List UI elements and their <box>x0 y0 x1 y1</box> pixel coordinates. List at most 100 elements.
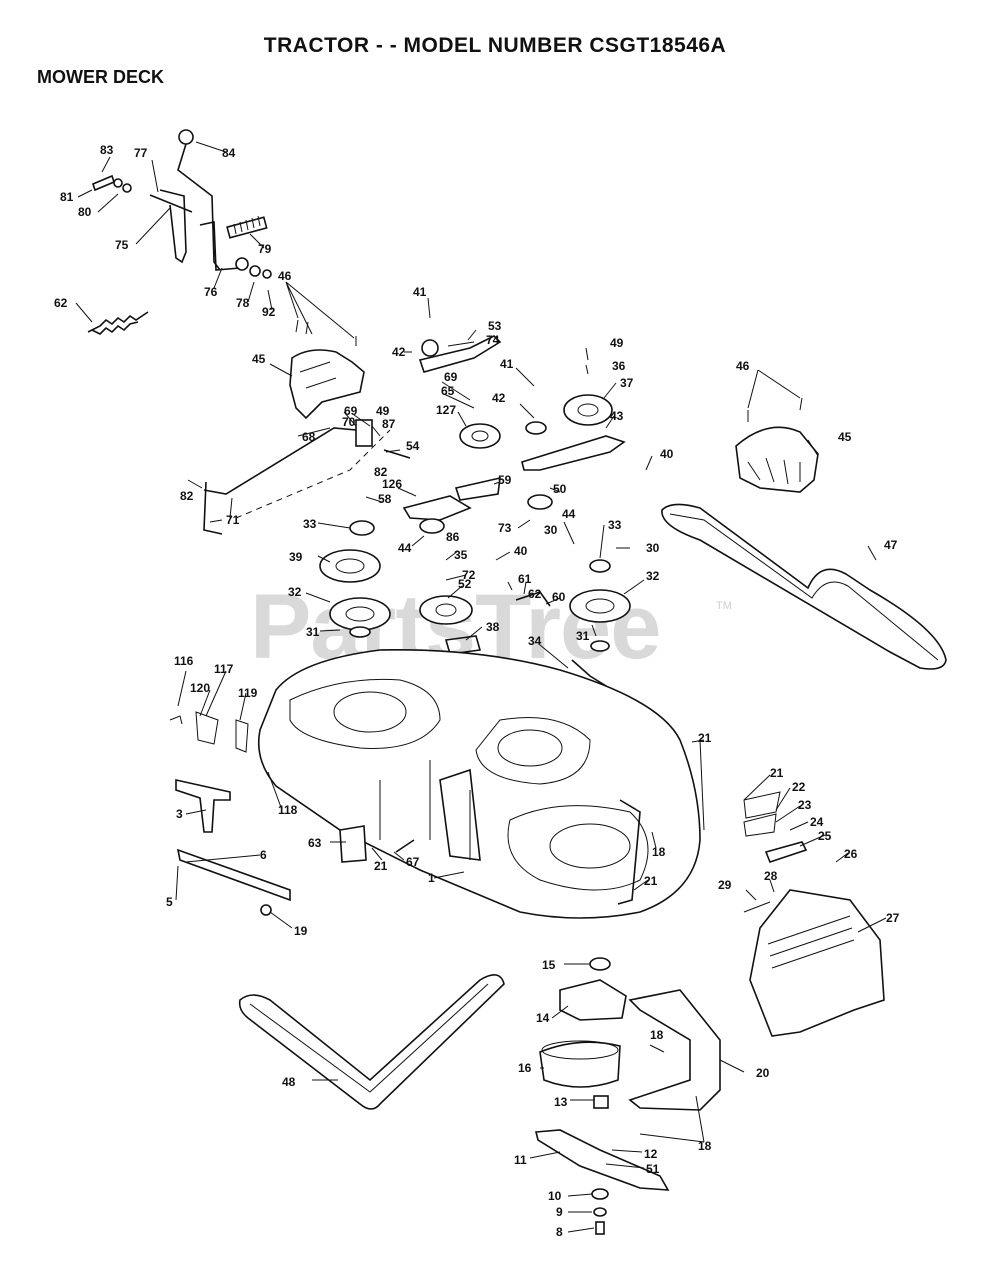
callout: 77 <box>134 146 148 160</box>
callout: 14 <box>536 1011 550 1025</box>
leader-lines <box>75 141 887 1233</box>
callout: 67 <box>406 855 420 869</box>
callout: 1 <box>428 871 435 885</box>
callout: 79 <box>258 242 272 256</box>
callout: 118 <box>278 803 298 817</box>
callout: 60 <box>552 590 566 604</box>
callout: 26 <box>844 847 858 861</box>
callout: 18 <box>698 1139 712 1153</box>
callout: 62 <box>54 296 68 310</box>
callout: 29 <box>718 878 732 892</box>
page-title: TRACTOR - - MODEL NUMBER CSGT18546A <box>263 34 727 57</box>
callout: 6 <box>260 848 267 862</box>
callout: 84 <box>222 146 236 160</box>
callout: 73 <box>498 521 512 535</box>
callout: 28 <box>764 869 778 883</box>
callout: 35 <box>454 548 468 562</box>
callout: 21 <box>698 731 712 745</box>
section-subtitle: MOWER DECK <box>37 67 164 87</box>
callout: 43 <box>610 409 624 423</box>
callout: 18 <box>652 845 666 859</box>
callout: 86 <box>446 530 460 544</box>
callout: 5 <box>166 895 173 909</box>
mower-deck-housing <box>257 649 701 919</box>
callout: 21 <box>770 766 784 780</box>
watermark-tm: TM <box>716 600 732 612</box>
callout: 44 <box>562 507 576 521</box>
callout: 24 <box>810 815 824 829</box>
callout: 18 <box>650 1028 664 1042</box>
callout: 72 <box>462 568 476 582</box>
callout: 127 <box>436 403 456 417</box>
callout: 83 <box>100 143 114 157</box>
callout: 30 <box>544 523 558 537</box>
callout: 16 <box>518 1061 532 1075</box>
callout: 70 <box>342 415 356 429</box>
callout: 41 <box>413 285 427 299</box>
callout: 49 <box>610 336 624 350</box>
callout: 120 <box>190 681 210 695</box>
callout: 39 <box>289 550 303 564</box>
callout: 41 <box>500 357 514 371</box>
callout: 82 <box>374 465 388 479</box>
callout: 19 <box>294 924 308 938</box>
callout: 46 <box>278 269 292 283</box>
callout: 32 <box>646 569 660 583</box>
front-hanger-brackets <box>169 711 415 916</box>
callout: 116 <box>174 654 194 668</box>
callout: 75 <box>115 238 129 252</box>
callout: 42 <box>492 391 506 405</box>
spindle-and-blade <box>534 957 721 1235</box>
belt-guard-right <box>735 397 819 493</box>
callout: 62 <box>528 587 542 601</box>
callout: 15 <box>542 958 556 972</box>
callout: 10 <box>548 1189 562 1203</box>
callout: 8 <box>556 1225 563 1239</box>
callout: 53 <box>488 319 502 333</box>
callout: 44 <box>398 541 412 555</box>
callout: 20 <box>756 1066 770 1080</box>
spring-62 <box>87 311 149 335</box>
callout: 87 <box>382 417 396 431</box>
callout: 126 <box>382 477 402 491</box>
callout: 76 <box>204 285 218 299</box>
callout: 40 <box>660 447 674 461</box>
callout: 11 <box>514 1153 527 1167</box>
callout: 33 <box>303 517 317 531</box>
callout: 78 <box>236 296 250 310</box>
callout: 31 <box>576 629 590 643</box>
callout: 59 <box>498 473 512 487</box>
callout: 21 <box>644 874 658 888</box>
callout: 47 <box>884 538 898 552</box>
linkage-rods <box>203 419 411 535</box>
callout: 49 <box>376 404 390 418</box>
callout: 81 <box>60 190 74 204</box>
callout: 40 <box>514 544 528 558</box>
callout: 50 <box>553 482 567 496</box>
callout: 119 <box>238 686 258 700</box>
callout: 45 <box>252 352 266 366</box>
callout: 69 <box>344 404 358 418</box>
callout: 68 <box>302 430 316 444</box>
callout: 46 <box>736 359 750 373</box>
callout: 92 <box>262 305 276 319</box>
callout: 63 <box>308 836 322 850</box>
callout: 74 <box>486 333 500 347</box>
callout: 21 <box>374 859 388 873</box>
callout: 48 <box>282 1075 296 1089</box>
lift-lever-assembly <box>92 129 272 279</box>
callout: 82 <box>180 489 194 503</box>
callout: 65 <box>441 384 455 398</box>
callout: 27 <box>886 911 900 925</box>
callout: 42 <box>392 345 406 359</box>
callout-labels: 83 77 84 81 80 79 75 76 78 92 62 46 41 5… <box>54 143 900 1239</box>
belt-48 <box>238 974 505 1110</box>
callout: 31 <box>306 625 320 639</box>
callout: 13 <box>554 1095 568 1109</box>
callout: 52 <box>458 577 472 591</box>
callout: 25 <box>818 829 832 843</box>
callout: 22 <box>792 780 806 794</box>
callout: 34 <box>528 634 542 648</box>
